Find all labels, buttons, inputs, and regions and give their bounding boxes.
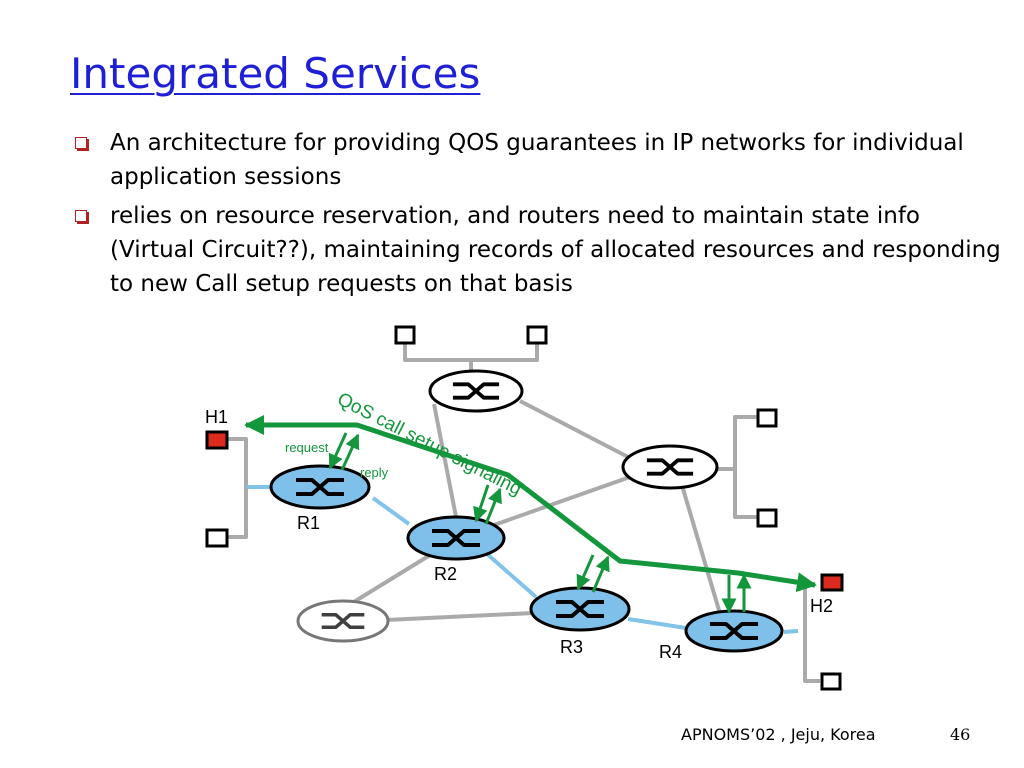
footer-venue: APNOMS’02 , Jeju, Korea — [681, 725, 876, 744]
router-label-r1: R1 — [297, 513, 320, 533]
request-label: request — [285, 440, 329, 455]
bullet-list: An architecture for providing QOS guaran… — [70, 126, 1006, 306]
router-r4 — [684, 609, 784, 653]
square-bullet-icon — [75, 210, 87, 222]
network-diagram: QoS call setup signaling request reply H… — [205, 325, 844, 691]
link-r2-plain — [342, 550, 437, 610]
link-plain-r3 — [385, 611, 534, 622]
link-r2-r3 — [484, 551, 538, 599]
host-label-h2: H2 — [810, 596, 833, 616]
host-h2 — [820, 573, 844, 592]
bullet-item: relies on resource reservation, and rout… — [70, 199, 1006, 301]
host-right-top — [756, 408, 778, 428]
router-r2 — [406, 515, 506, 561]
bullet-item: An architecture for providing QOS guaran… — [70, 126, 1006, 194]
link-right-r4 — [679, 481, 723, 618]
bullet-text: relies on resource reservation, and rout… — [110, 203, 1001, 297]
link-h1-stub — [218, 437, 248, 539]
reply-label: reply — [360, 465, 389, 480]
host-right-bottom — [756, 508, 778, 528]
host-top-right — [526, 325, 548, 345]
link-core-right — [519, 399, 631, 460]
host-top-left — [394, 325, 416, 345]
router-plain — [296, 599, 390, 643]
router-right — [621, 444, 719, 490]
request-arrow — [328, 432, 348, 470]
router-r1 — [269, 464, 371, 510]
reply-arrow — [340, 433, 360, 471]
request-reply-arrows — [328, 432, 752, 614]
link-r4-h2 — [783, 629, 799, 634]
link-r1-r2 — [371, 496, 411, 526]
router-label-r4: R4 — [659, 642, 682, 662]
core-router-top — [428, 369, 524, 413]
square-bullet-icon — [75, 137, 87, 149]
link-h2-stub — [803, 581, 820, 683]
link-r3-r4 — [627, 617, 687, 630]
router-label-r3: R3 — [560, 637, 583, 657]
router-label-r2: R2 — [434, 564, 457, 584]
page-number: 46 — [950, 725, 971, 744]
host-h1 — [205, 430, 229, 450]
host-label-h1: H1 — [205, 407, 228, 427]
link-right-stub — [717, 415, 758, 519]
host-left-bottom — [205, 528, 229, 548]
hosts — [205, 325, 844, 691]
host-h2-bottom — [820, 672, 842, 691]
router-r3 — [529, 586, 631, 632]
slide-title: Integrated Services — [70, 49, 481, 98]
bullet-text: An architecture for providing QOS guaran… — [110, 130, 964, 190]
